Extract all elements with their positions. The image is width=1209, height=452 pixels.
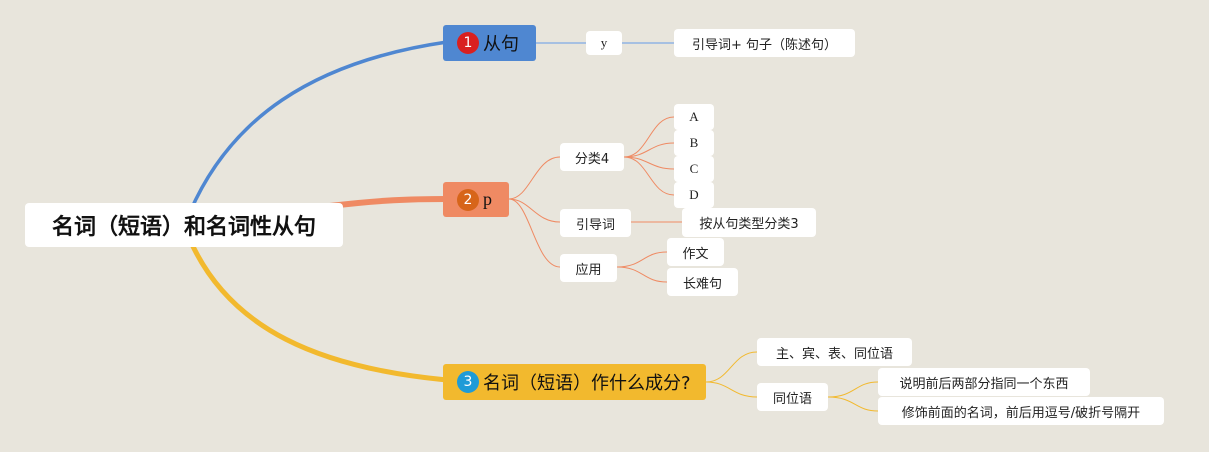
link-category-a xyxy=(623,116,675,158)
usage-item-sentences-label: 长难句 xyxy=(682,276,722,292)
appositive-label: 同位语 xyxy=(772,391,812,407)
appositive-item-2[interactable]: 修饰前面的名词，前后用逗号/破折号隔开 xyxy=(878,397,1164,425)
link-usage-essay xyxy=(616,251,668,268)
appositive-item-1-label: 说明前后两部分指同一个东西 xyxy=(899,376,1069,392)
branch1-number: 1 xyxy=(463,35,473,51)
roles-node[interactable]: 主、宾、表、同位语 xyxy=(757,338,912,366)
branch1-child[interactable]: y xyxy=(586,31,622,55)
usage-item-sentences[interactable]: 长难句 xyxy=(667,268,738,296)
branch3-number-badge: 3 xyxy=(457,371,479,393)
branch3-topic[interactable]: 3 名词（短语）作什么成分? xyxy=(443,364,706,400)
intro-leaf[interactable]: 按从句类型分类3 xyxy=(682,208,816,237)
root-topic[interactable]: 名词（短语）和名词性从句 xyxy=(25,203,343,247)
usage-node[interactable]: 应用 xyxy=(560,254,617,282)
link-root-branch1 xyxy=(188,40,448,213)
branch1-child-label: y xyxy=(600,35,608,50)
branch3-number: 3 xyxy=(463,374,473,390)
category-item-d-label: D xyxy=(689,187,699,202)
category-label: 分类4 xyxy=(574,151,610,167)
link-root-branch2 xyxy=(329,196,448,209)
branch3-label: 名词（短语）作什么成分? xyxy=(483,373,691,394)
roles-label: 主、宾、表、同位语 xyxy=(775,346,893,362)
category-item-c[interactable]: C xyxy=(674,156,714,182)
branch1-leaf[interactable]: 引导词+ 句子（陈述句） xyxy=(674,29,855,57)
branch1-number-badge: 1 xyxy=(457,32,479,54)
intro-node[interactable]: 引导词 xyxy=(560,209,631,237)
category-item-c-label: C xyxy=(689,161,699,176)
category-item-a[interactable]: A xyxy=(674,104,714,130)
appositive-item-2-label: 修饰前面的名词，前后用逗号/破折号隔开 xyxy=(901,405,1141,421)
root-topic-label: 名词（短语）和名词性从句 xyxy=(51,215,316,240)
link-branch3-appositive xyxy=(705,381,758,398)
branch1-leaf-label: 引导词+ 句子（陈述句） xyxy=(691,37,838,53)
link-root-branch3 xyxy=(187,238,448,383)
intro-leaf-label: 按从句类型分类3 xyxy=(699,217,799,232)
appositive-node[interactable]: 同位语 xyxy=(757,383,828,411)
link-branch2-intro xyxy=(508,198,561,223)
category-node[interactable]: 分类4 xyxy=(560,143,624,171)
usage-label: 应用 xyxy=(575,262,602,278)
category-item-a-label: A xyxy=(689,109,699,124)
link-branch2-category xyxy=(508,156,561,200)
category-item-b-label: B xyxy=(689,135,699,150)
link-branch3-roles xyxy=(705,351,758,383)
category-item-b[interactable]: B xyxy=(674,130,714,156)
branch2-number-badge: 2 xyxy=(457,188,479,211)
branch1-topic[interactable]: 1 从句 xyxy=(443,25,536,61)
category-item-d[interactable]: D xyxy=(674,182,714,208)
branch2-topic[interactable]: 2 p xyxy=(443,182,509,217)
intro-label: 引导词 xyxy=(575,217,615,233)
link-category-d xyxy=(623,156,675,196)
appositive-item-1[interactable]: 说明前后两部分指同一个东西 xyxy=(878,368,1090,396)
branch1-label: 从句 xyxy=(483,34,519,55)
link-usage-sentences xyxy=(616,266,668,283)
link-appositive-item1 xyxy=(827,381,879,398)
branch2-label: p xyxy=(483,189,492,209)
usage-item-essay[interactable]: 作文 xyxy=(667,238,724,266)
link-appositive-item2 xyxy=(827,396,879,412)
link-branch2-usage xyxy=(508,198,561,268)
link-category-b xyxy=(623,142,675,158)
branch2-number: 2 xyxy=(463,191,473,208)
usage-item-essay-label: 作文 xyxy=(682,246,709,262)
